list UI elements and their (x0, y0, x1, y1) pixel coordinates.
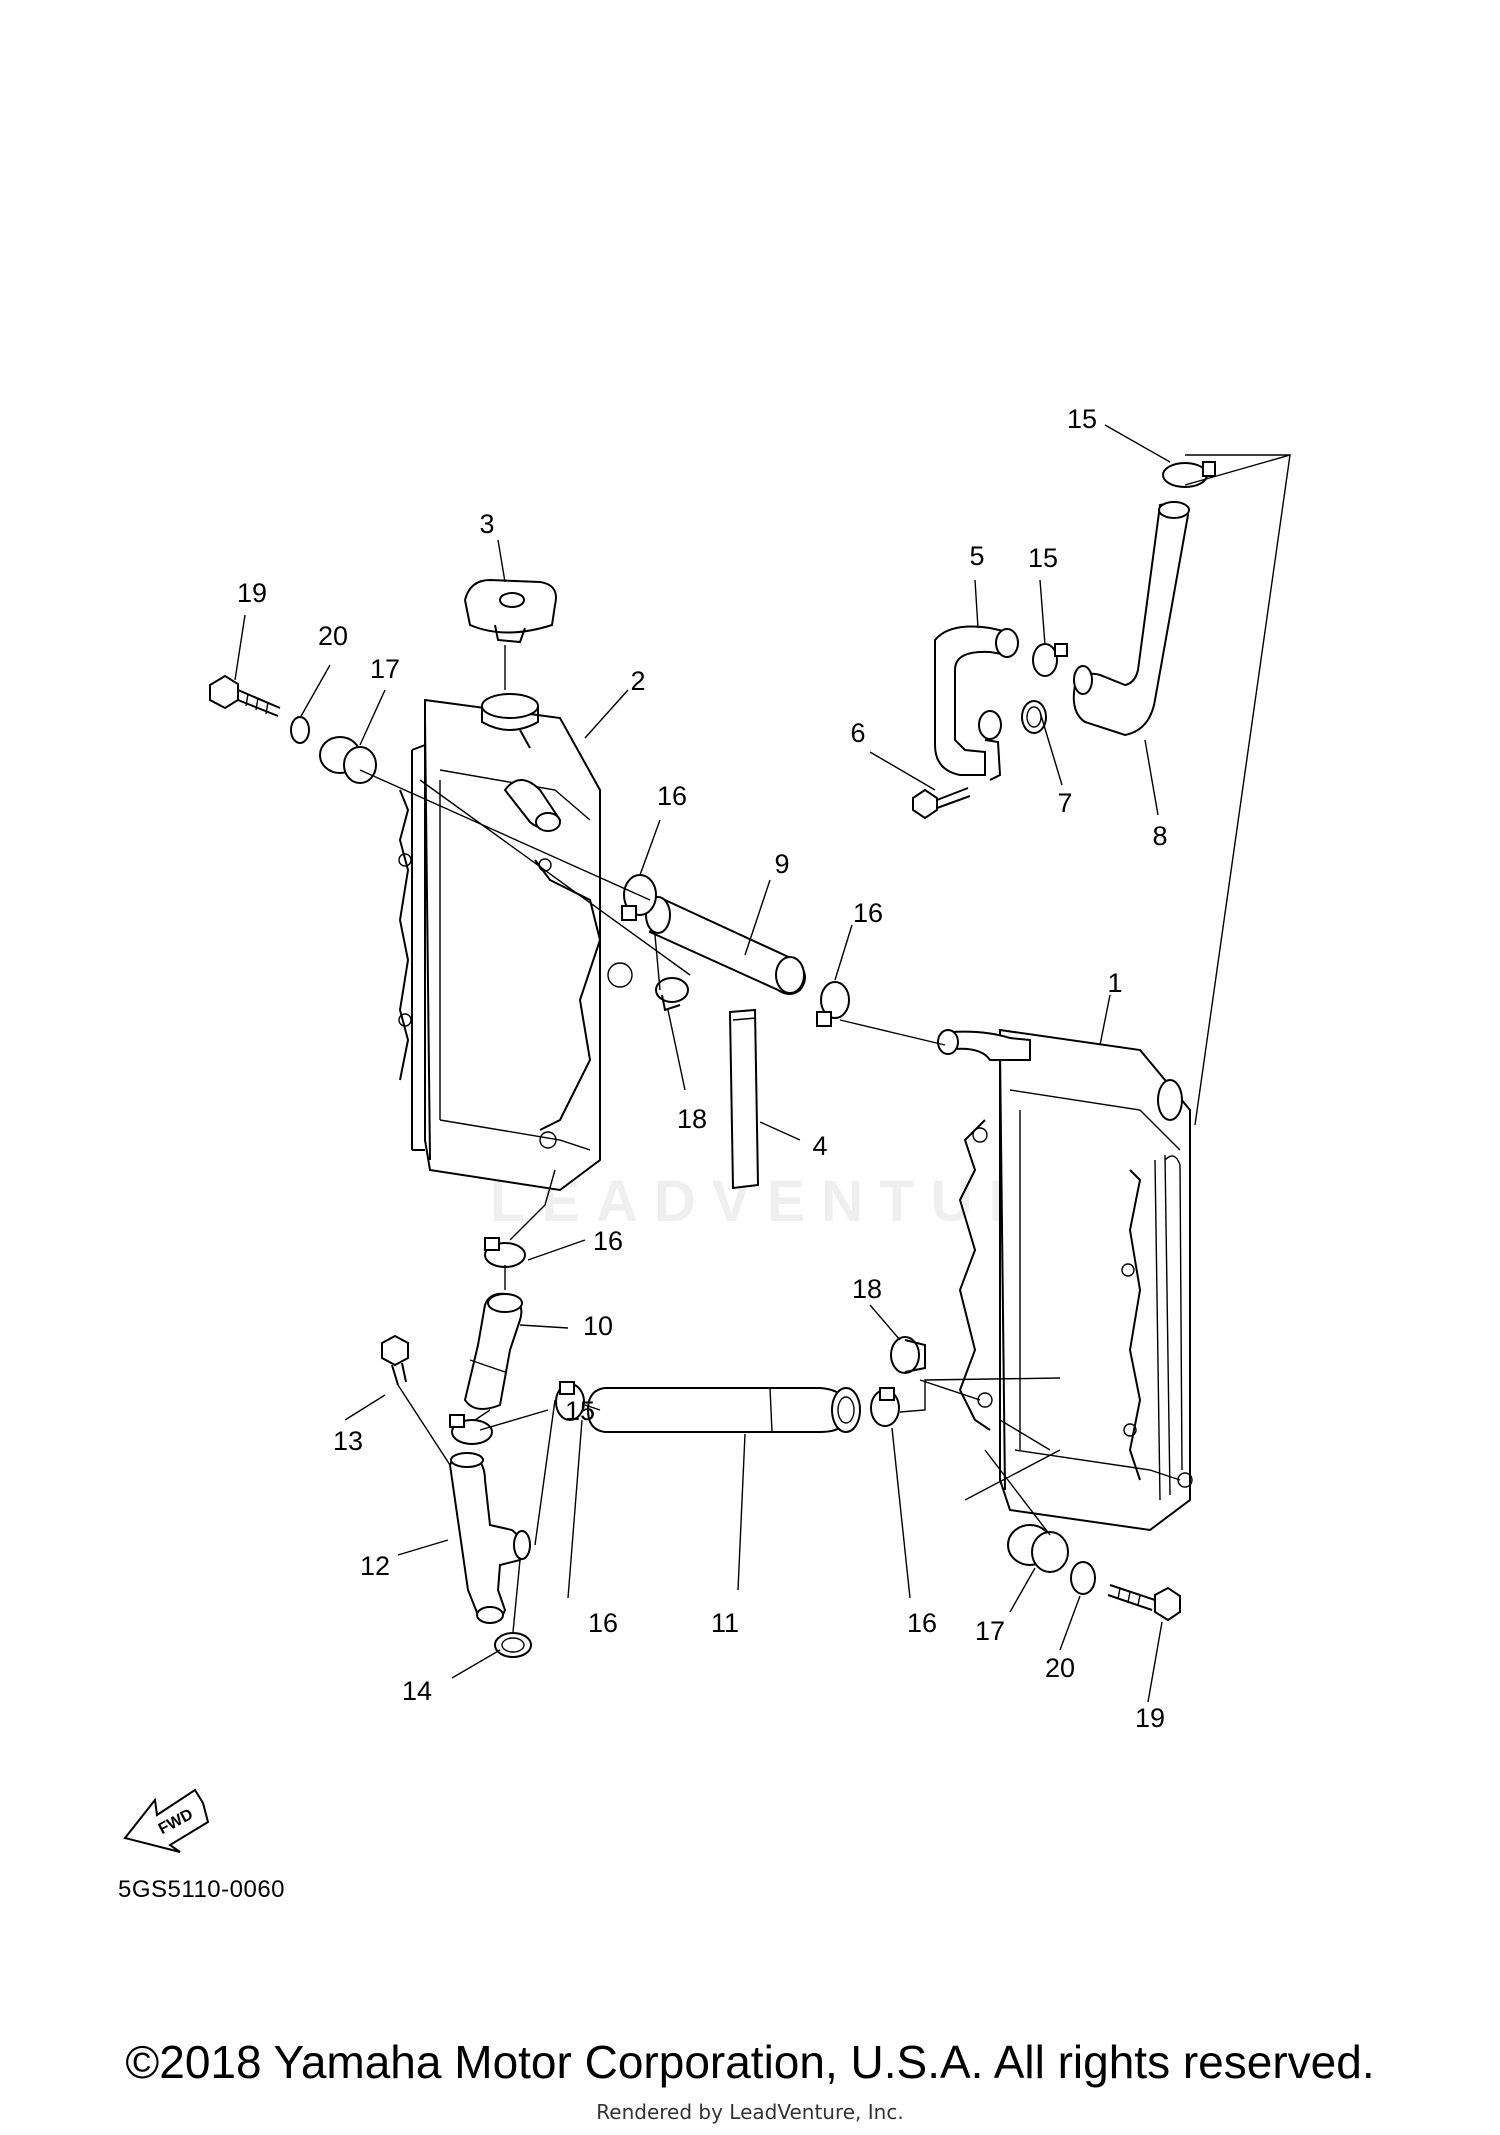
callout-16-b: 16 (853, 898, 883, 928)
callout-19-right: 19 (1135, 1703, 1165, 1733)
leader-lines (234, 424, 1171, 1703)
diagram-code: 5GS5110-0060 (118, 1876, 286, 1903)
pipe-12 (448, 1452, 531, 1624)
callout-16-a: 16 (657, 781, 687, 811)
hose-10 (463, 1292, 523, 1410)
left-radiator (398, 693, 633, 1192)
callout-4: 4 (812, 1131, 827, 1161)
callout-20-left: 20 (318, 621, 348, 651)
fwd-arrow-icon: FWD (123, 1788, 210, 1853)
assembly-lines (359, 454, 1291, 1633)
callout-13: 13 (333, 1426, 363, 1456)
callout-15-top: 15 (1067, 404, 1097, 434)
callout-12: 12 (360, 1551, 390, 1581)
copyright-notice: ©2018 Yamaha Motor Corporation, U.S.A. A… (125, 2036, 1375, 2088)
callout-15-low: 15 (565, 1396, 595, 1426)
rendered-by-note: Rendered by LeadVenture, Inc. (596, 2100, 904, 2124)
callout-15-mid: 15 (1028, 543, 1058, 573)
callout-10: 10 (583, 1311, 613, 1341)
callout-19-left: 19 (237, 578, 267, 608)
hose-5 (934, 625, 1019, 781)
callout-20-right: 20 (1045, 1653, 1075, 1683)
callout-17-right: 17 (975, 1616, 1005, 1646)
radiator-cap (463, 578, 557, 690)
callouts: 1 2 3 4 5 6 7 8 9 10 11 12 13 14 15 15 1… (237, 404, 1168, 1733)
callout-9: 9 (774, 849, 789, 879)
leadventure-watermark: LEADVENTURE (490, 1169, 1102, 1234)
callout-1: 1 (1107, 968, 1122, 998)
callout-11: 11 (711, 1608, 739, 1638)
callout-3: 3 (479, 509, 494, 539)
callout-5: 5 (969, 541, 984, 571)
callout-16-d: 16 (588, 1608, 618, 1638)
callout-18-right: 18 (852, 1274, 882, 1304)
hose-11 (586, 1387, 861, 1433)
callout-7: 7 (1057, 788, 1072, 818)
hose-8 (1072, 501, 1190, 737)
callout-16-c: 16 (593, 1226, 623, 1256)
strip-4 (728, 1008, 760, 1190)
callout-17-left: 17 (370, 654, 400, 684)
right-radiator (937, 1028, 1193, 1532)
callout-6: 6 (850, 718, 865, 748)
callout-18-left: 18 (677, 1104, 707, 1134)
callout-16-e: 16 (907, 1608, 937, 1638)
callout-14: 14 (402, 1676, 432, 1706)
clamps (449, 461, 1216, 1445)
callout-2: 2 (630, 666, 645, 696)
callout-8: 8 (1152, 821, 1167, 851)
